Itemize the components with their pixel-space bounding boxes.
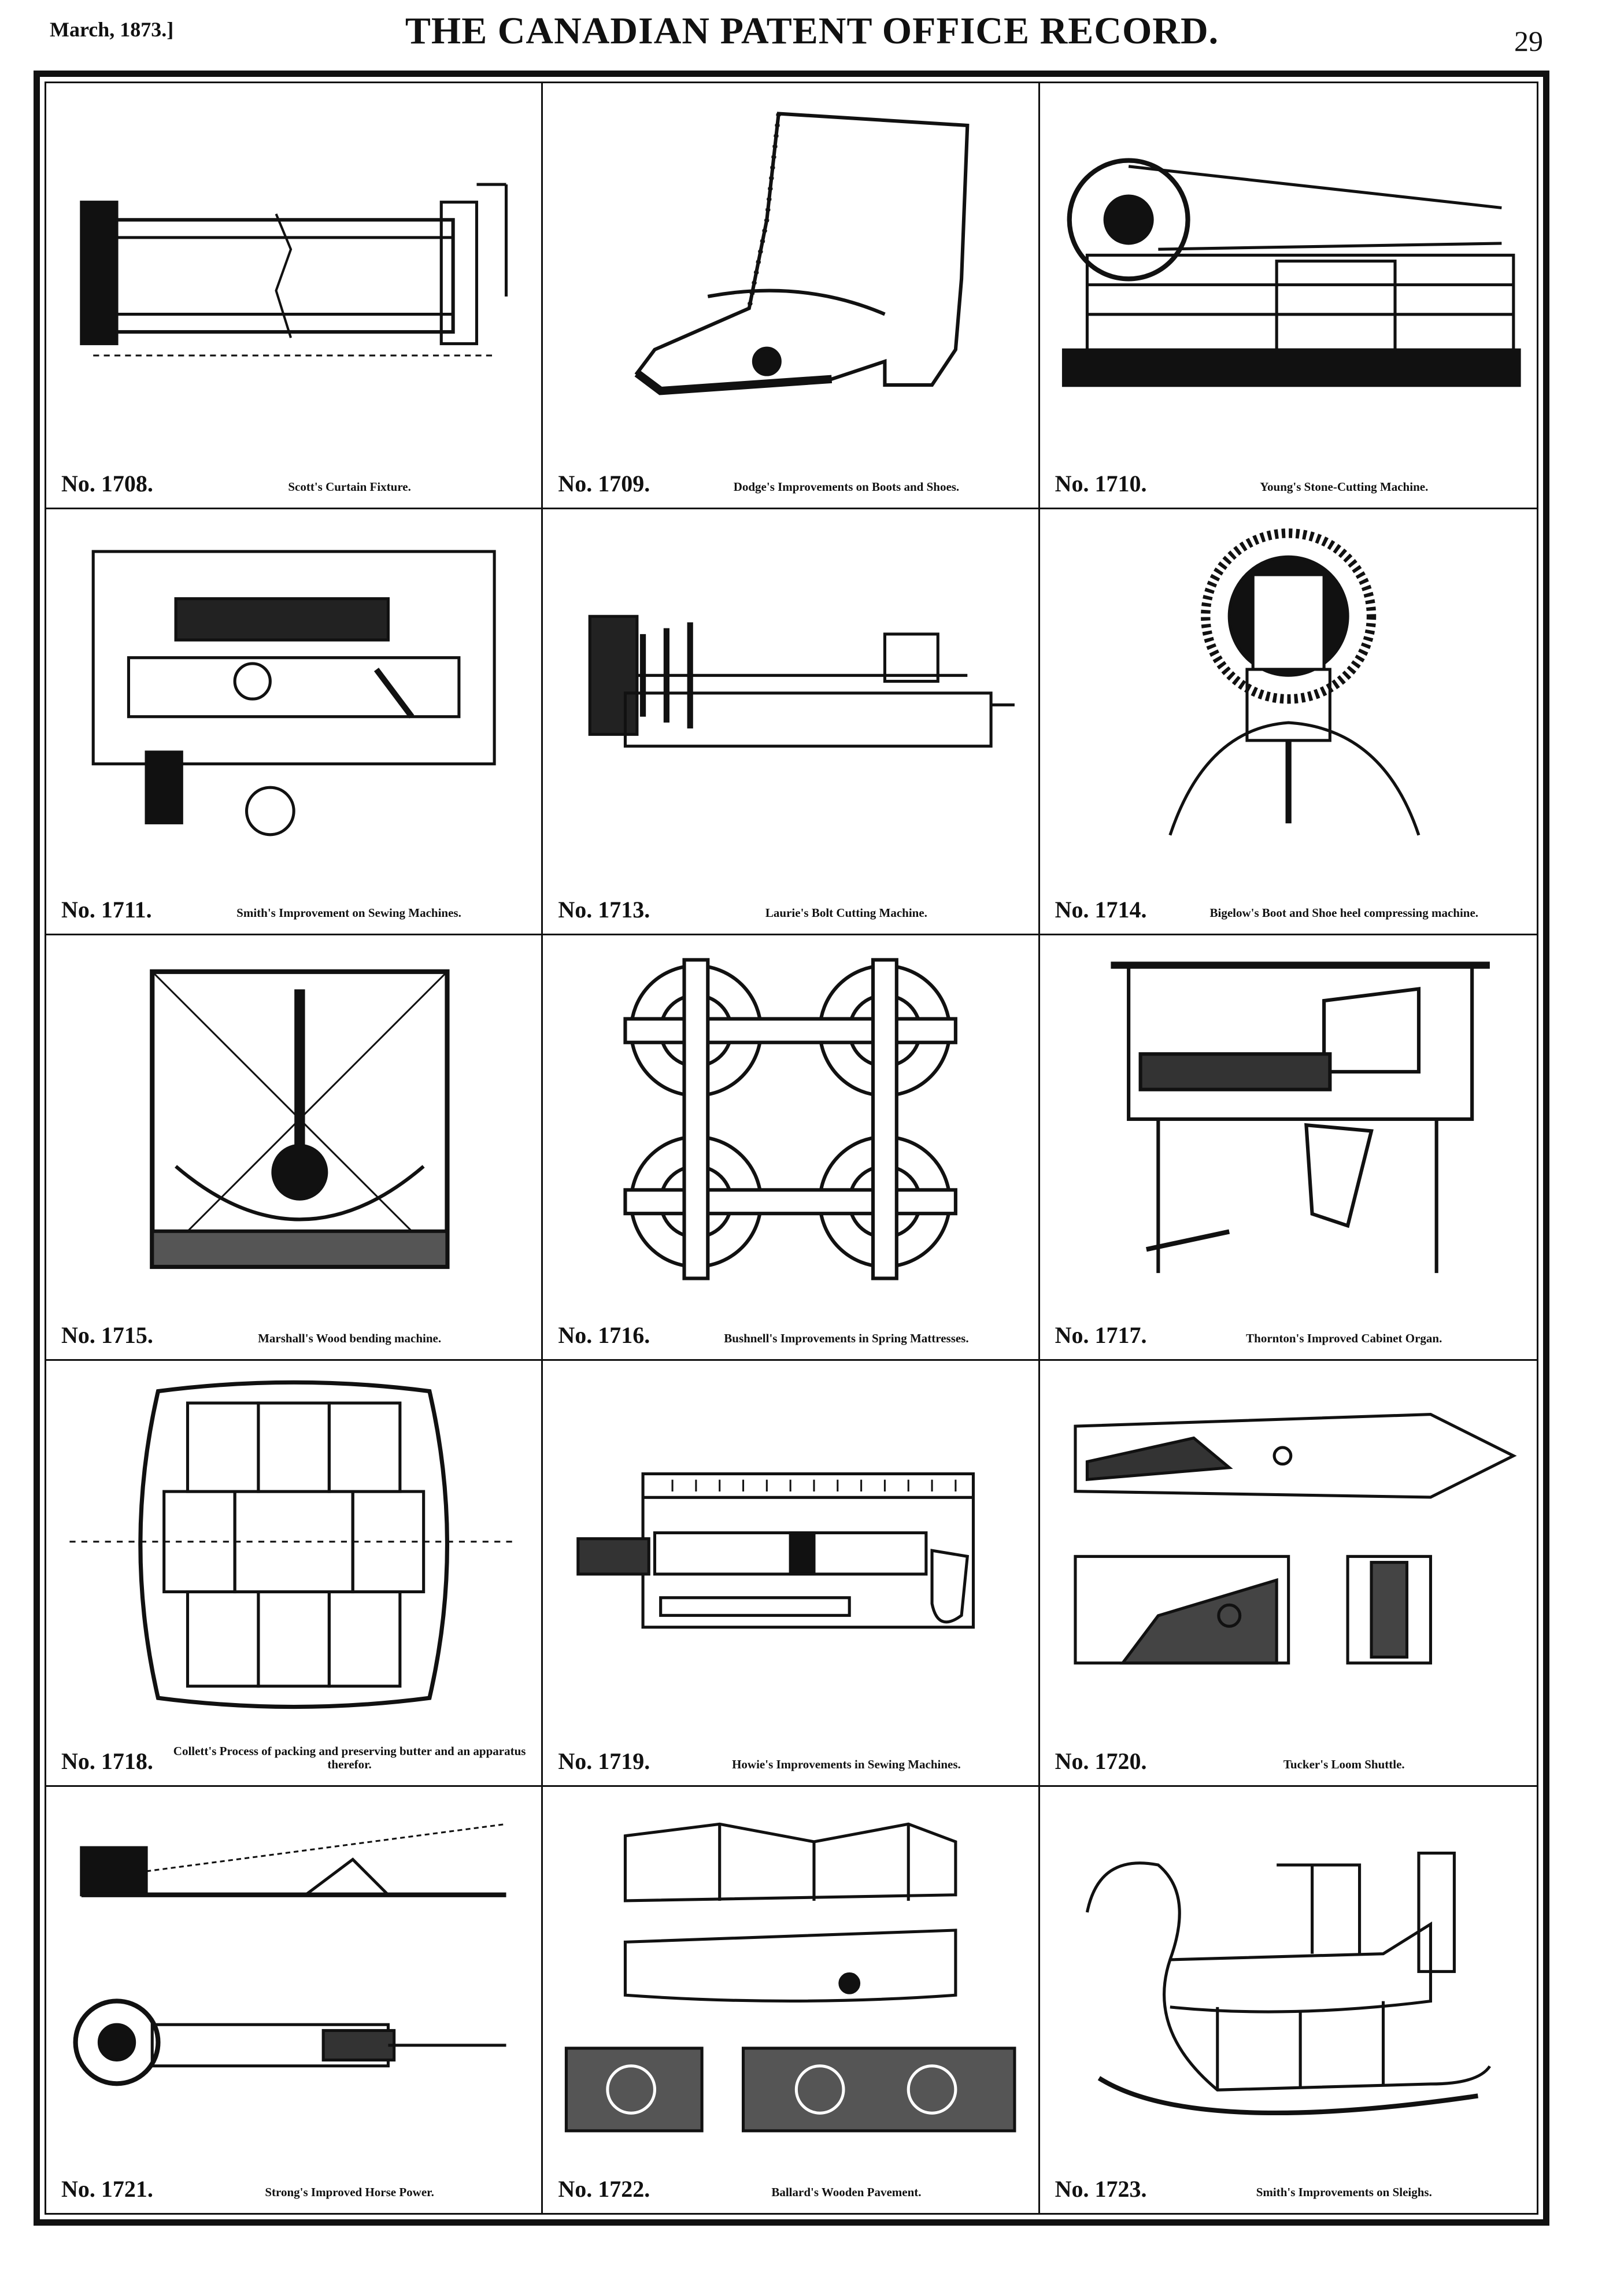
patent-description: Laurie's Bolt Cutting Machine.	[765, 905, 927, 920]
patent-cell-1708: No. 1708. Scott's Curtain Fixture.	[46, 83, 543, 509]
patent-description: Smith's Improvement on Sewing Machines.	[236, 905, 461, 920]
page-title: THE CANADIAN PATENT OFFICE RECORD.	[405, 10, 1219, 52]
patent-description: Ballard's Wooden Pavement.	[771, 2185, 922, 2199]
sleigh-drawing-icon	[1052, 1798, 1525, 2145]
page-number: 29	[1514, 25, 1543, 57]
patent-cell-1710: No. 1710. Young's Stone-Cutting Machine.	[1039, 83, 1537, 509]
wooden-pavement-drawing-icon	[554, 1798, 1026, 2145]
patent-number: No. 1708.	[61, 470, 153, 497]
patent-number: No. 1719.	[558, 1748, 650, 1775]
patent-number: No. 1715.	[61, 1322, 153, 1349]
patent-description: Scott's Curtain Fixture.	[288, 479, 411, 494]
horse-power-drawing-icon	[58, 1798, 530, 2145]
patent-cell-1715: No. 1715. Marshall's Wood bending machine…	[46, 935, 543, 1361]
patent-description: Collett's Process of packing and preserv…	[173, 1744, 526, 1772]
patent-number: No. 1711.	[61, 896, 152, 923]
butter-package-drawing-icon	[58, 1372, 530, 1717]
patent-number: No. 1709.	[558, 470, 650, 497]
sewing-machine-drawing-icon	[58, 521, 530, 865]
patent-number: No. 1714.	[1055, 896, 1147, 923]
patent-description: Bigelow's Boot and Shoe heel compressing…	[1209, 905, 1479, 920]
patent-description: Howie's Improvements in Sewing Machines.	[732, 1757, 961, 1772]
patent-number: No. 1721.	[61, 2175, 153, 2202]
wood-bender-drawing-icon	[58, 947, 530, 1291]
patent-description: Thornton's Improved Cabinet Organ.	[1246, 1331, 1442, 1346]
patent-description: Dodge's Improvements on Boots and Shoes.	[733, 479, 960, 494]
header-date: March, 1873.]	[50, 18, 174, 41]
patent-description: Strong's Improved Horse Power.	[265, 2185, 434, 2199]
patent-number: No. 1716.	[558, 1322, 650, 1349]
bolt-cutter-drawing-icon	[554, 521, 1026, 865]
patent-number: No. 1717.	[1055, 1322, 1147, 1349]
patent-cell-1713: No. 1713. Laurie's Bolt Cutting Machine.	[543, 509, 1040, 935]
patent-number: No. 1720.	[1055, 1748, 1147, 1775]
patent-cell-1719: No. 1719. Howie's Improvements in Sewing …	[543, 1361, 1040, 1787]
patent-number: No. 1718.	[61, 1748, 153, 1775]
patent-grid: No. 1708. Scott's Curtain Fixture. No. 17…	[45, 82, 1538, 2215]
stone-cutter-drawing-icon	[1052, 95, 1525, 439]
patent-number: No. 1723.	[1055, 2175, 1147, 2202]
patent-description: Young's Stone-Cutting Machine.	[1260, 479, 1429, 494]
patent-cell-1717: No. 1717. Thornton's Improved Cabinet Org…	[1039, 935, 1537, 1361]
patent-cell-1711: No. 1711. Smith's Improvement on Sewing M…	[46, 509, 543, 935]
patent-number: No. 1710.	[1055, 470, 1147, 497]
patent-cell-1722: No. 1722. Ballard's Wooden Pavement.	[543, 1787, 1040, 2213]
sewing-attachment-drawing-icon	[554, 1372, 1026, 1717]
patent-cell-1709: No. 1709. Dodge's Improvements on Boots a…	[543, 83, 1040, 509]
record-frame: No. 1708. Scott's Curtain Fixture. No. 17…	[34, 71, 1549, 2226]
boot-drawing-icon	[554, 95, 1026, 439]
patent-description: Tucker's Loom Shuttle.	[1283, 1757, 1405, 1772]
patent-cell-1718: No. 1718. Collett's Process of packing an…	[46, 1361, 543, 1787]
patent-number: No. 1713.	[558, 896, 650, 923]
patent-description: Marshall's Wood bending machine.	[258, 1331, 442, 1346]
spring-mattress-drawing-icon	[554, 947, 1026, 1291]
patent-cell-1714: No. 1714. Bigelow's Boot and Shoe heel co…	[1039, 509, 1537, 935]
curtain-roller-drawing-icon	[58, 95, 530, 439]
loom-shuttle-drawing-icon	[1052, 1372, 1525, 1717]
patent-cell-1716: No. 1716. Bushnell's Improvements in Spri…	[543, 935, 1040, 1361]
heel-compressor-drawing-icon	[1052, 521, 1525, 865]
cabinet-organ-drawing-icon	[1052, 947, 1525, 1291]
patent-cell-1721: No. 1721. Strong's Improved Horse Power.	[46, 1787, 543, 2213]
patent-number: No. 1722.	[558, 2175, 650, 2202]
patent-cell-1723: No. 1723. Smith's Improvements on Sleighs…	[1040, 1787, 1537, 2213]
patent-cell-1720: No. 1720. Tucker's Loom Shuttle.	[1039, 1361, 1537, 1787]
patent-description: Bushnell's Improvements in Spring Mattre…	[724, 1331, 969, 1346]
patent-description: Smith's Improvements on Sleighs.	[1256, 2185, 1432, 2199]
